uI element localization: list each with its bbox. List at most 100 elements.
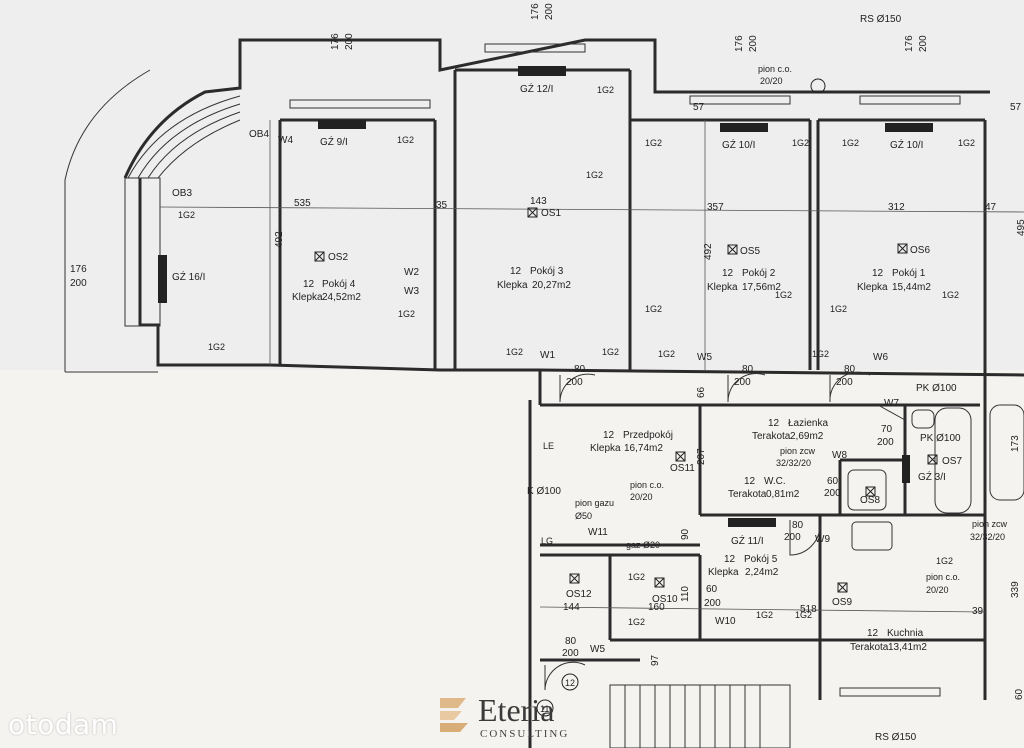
svg-text:1G2: 1G2 <box>958 138 975 148</box>
svg-text:80: 80 <box>792 520 804 531</box>
room-area: 16,74m2 <box>624 443 663 454</box>
svg-text:GŹ 16/I: GŹ 16/I <box>172 270 205 283</box>
svg-text:57: 57 <box>693 102 705 113</box>
svg-text:35: 35 <box>436 200 448 211</box>
svg-text:200: 200 <box>877 437 894 448</box>
svg-text:GŹ 12/I: GŹ 12/I <box>520 82 553 95</box>
room-label-pokoj4: 12 Pokój 4 Klepka 24,52m2 OS2 <box>292 252 361 303</box>
svg-text:1G2: 1G2 <box>795 610 812 620</box>
otodam-watermark: otodam <box>8 708 119 741</box>
svg-text:1G2: 1G2 <box>208 342 225 352</box>
brand-name: Eteria <box>478 692 555 728</box>
svg-text:pion c.o.: pion c.o. <box>630 480 664 490</box>
svg-text:200: 200 <box>70 278 87 289</box>
svg-text:W5: W5 <box>697 352 712 363</box>
room-area: 17,56m2 <box>742 282 781 293</box>
exterior-walls <box>64 38 1024 748</box>
svg-text:60: 60 <box>706 584 718 595</box>
outlet-label: OS11 <box>670 463 695 474</box>
room-name: Pokój 2 <box>742 268 776 279</box>
svg-text:518: 518 <box>800 604 817 615</box>
svg-text:66: 66 <box>696 386 707 398</box>
room-name: Przedpokój <box>623 430 673 441</box>
svg-text:1G2: 1G2 <box>398 309 415 319</box>
staircase <box>536 673 791 748</box>
svg-text:pion c.o.: pion c.o. <box>758 64 792 74</box>
room-label-pokoj5: 12 Pokój 5 Klepka 2,24m2 OS10 <box>652 554 779 605</box>
eteria-logo: Eteria CONSULTING <box>436 690 606 742</box>
curved-bay <box>124 95 241 327</box>
doors <box>544 371 906 691</box>
svg-text:200: 200 <box>918 35 929 52</box>
room-number: 12 <box>867 628 879 639</box>
svg-text:12: 12 <box>565 678 575 688</box>
svg-text:pion zcw: pion zcw <box>780 446 816 456</box>
svg-text:GŹ 9/I: GŹ 9/I <box>320 135 348 148</box>
svg-text:GŹ 11/I: GŹ 11/I <box>731 534 764 547</box>
room-floor: Terakota <box>728 489 767 500</box>
svg-text:W4: W4 <box>278 135 293 146</box>
room-number: 12 <box>744 476 756 487</box>
svg-text:GŹ 10/I: GŹ 10/I <box>722 138 755 151</box>
svg-text:W5: W5 <box>590 644 605 655</box>
svg-text:90: 90 <box>680 528 691 540</box>
room-label-wc: 12 W.C. Terakota 0,81m2 OS8 <box>728 476 880 506</box>
room-label-przedpokoj: 12 Przedpokój Klepka 16,74m2 OS11 <box>590 430 695 474</box>
outlet-label: OS10 <box>652 594 678 605</box>
room-label-kuchnia: 12 Kuchnia Terakota 13,41m2 OS9 <box>832 597 927 653</box>
svg-text:W1: W1 <box>540 350 555 361</box>
eteria-mark-icon <box>440 698 468 732</box>
svg-text:80: 80 <box>844 364 856 375</box>
svg-text:1G2: 1G2 <box>645 304 662 314</box>
room-name: Kuchnia <box>887 628 924 639</box>
svg-text:pion c.o.: pion c.o. <box>926 572 960 582</box>
room-floor: Klepka <box>590 443 621 454</box>
room-floor: Terakota <box>850 642 889 653</box>
svg-text:gaz Ø20: gaz Ø20 <box>626 540 660 550</box>
svg-text:1G2: 1G2 <box>586 170 603 180</box>
svg-text:207: 207 <box>696 448 707 465</box>
svg-text:1G2: 1G2 <box>830 304 847 314</box>
svg-text:W9: W9 <box>815 534 830 545</box>
svg-text:70: 70 <box>881 424 893 435</box>
svg-text:LE: LE <box>543 441 554 451</box>
room-name: Pokój 5 <box>744 554 778 565</box>
room-number: 12 <box>724 554 736 565</box>
sanitary-fixtures <box>810 78 1024 551</box>
svg-text:W8: W8 <box>832 450 847 461</box>
equipment-labels: GŹ 16/I GŹ 9/I GŹ 12/I GŹ 10/I GŹ 10/I G… <box>172 14 1008 743</box>
svg-text:1G2: 1G2 <box>842 138 859 148</box>
svg-text:RS Ø150: RS Ø150 <box>875 732 917 743</box>
svg-text:W10: W10 <box>715 616 736 627</box>
svg-text:PK Ø100: PK Ø100 <box>916 383 957 394</box>
outlet-label: OS5 <box>740 246 760 257</box>
svg-text:176: 176 <box>330 33 341 50</box>
svg-text:11: 11 <box>540 704 549 714</box>
room-name: Pokój 3 <box>530 266 564 277</box>
svg-text:20/20: 20/20 <box>760 76 783 86</box>
svg-text:176: 176 <box>734 35 745 52</box>
svg-text:W11: W11 <box>588 527 608 538</box>
outlet-markers <box>314 207 938 593</box>
svg-text:OB3: OB3 <box>172 188 192 199</box>
svg-text:143: 143 <box>530 196 547 207</box>
svg-text:200: 200 <box>784 532 801 543</box>
room-area: 0,81m2 <box>766 489 800 500</box>
room-name: Łazienka <box>788 418 828 429</box>
room-area: 2,24m2 <box>745 567 779 578</box>
svg-text:200: 200 <box>824 488 841 499</box>
brand-subtitle: CONSULTING <box>480 728 570 740</box>
svg-text:200: 200 <box>704 598 721 609</box>
svg-text:110: 110 <box>680 586 691 602</box>
svg-text:GŹ 3/I: GŹ 3/I <box>918 470 946 483</box>
svg-text:W6: W6 <box>873 352 888 363</box>
room-number: 12 <box>872 268 884 279</box>
room-floor: Klepka <box>707 282 738 293</box>
dimension-labels: 535 35 143 357 312 47 492 492 495 176 20… <box>70 3 1024 700</box>
svg-text:200: 200 <box>344 33 355 50</box>
room-label-pokoj2: 12 Pokój 2 Klepka 17,56m2 OS5 <box>707 246 781 293</box>
room-floor: Klepka <box>497 280 528 291</box>
svg-text:1G2: 1G2 <box>936 556 953 566</box>
svg-text:1G2: 1G2 <box>658 349 675 359</box>
